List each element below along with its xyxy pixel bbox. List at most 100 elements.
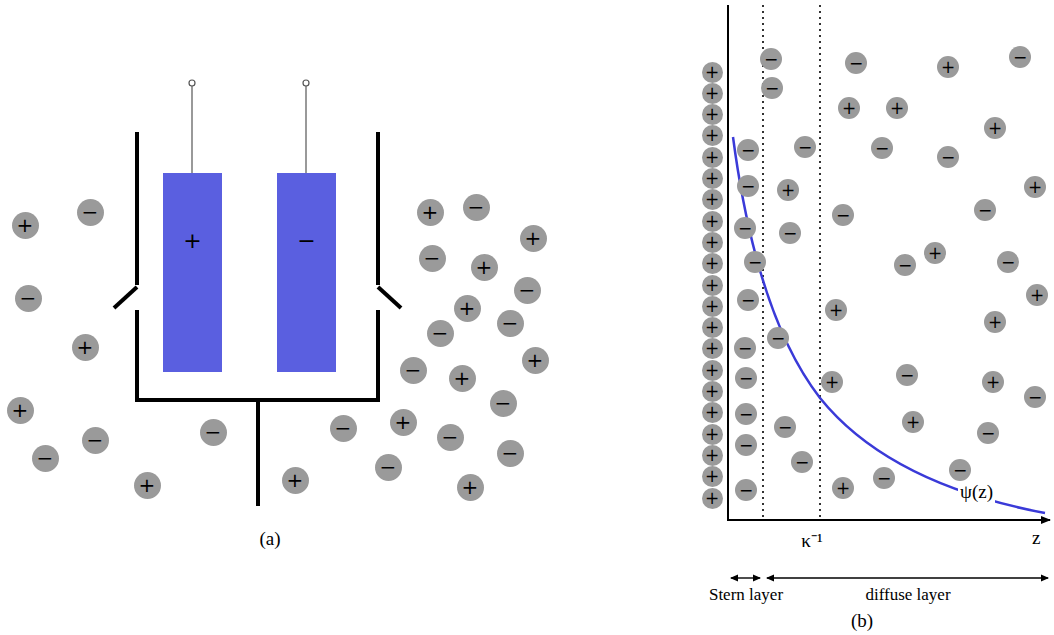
axis-label: z — [1030, 527, 1042, 549]
charge-sign: − — [1013, 49, 1027, 66]
charge-sign: + — [705, 404, 719, 421]
ion: + — [702, 125, 723, 146]
ion: + — [522, 347, 549, 374]
ion: − — [845, 52, 867, 74]
ion: − — [735, 403, 757, 425]
charge-sign: + — [705, 170, 719, 187]
charge-sign: + — [928, 245, 942, 262]
ion: − — [15, 285, 42, 312]
charge-sign: − — [739, 437, 753, 454]
ion: + — [832, 477, 854, 499]
ion: − — [977, 422, 999, 444]
charge-sign: − — [836, 207, 850, 224]
ion: + — [984, 311, 1006, 333]
ion: + — [134, 472, 161, 499]
panel-label: (a) — [257, 528, 282, 550]
ion: + — [702, 381, 723, 402]
ion: − — [997, 251, 1019, 273]
charge-sign: + — [287, 470, 304, 490]
ion: − — [737, 175, 759, 197]
ion: + — [702, 189, 723, 210]
charge-sign: + — [705, 298, 719, 315]
ion: − — [1009, 46, 1031, 68]
ion: + — [902, 411, 924, 433]
ion: − — [873, 467, 895, 489]
charge-sign: − — [764, 51, 778, 68]
charge-sign: − — [739, 482, 753, 499]
diffuse-extent-arrow — [767, 577, 1048, 578]
ion: + — [1026, 284, 1048, 306]
charge-sign: − — [739, 406, 753, 423]
layer-label: Stern layer — [707, 585, 785, 605]
debye-length-label: κ⁻¹ — [799, 527, 824, 553]
ion: + — [449, 365, 476, 392]
ion: − — [896, 364, 918, 386]
ion: − — [82, 427, 109, 454]
ion: − — [375, 454, 402, 481]
charge-sign: − — [277, 228, 336, 253]
charge-sign: + — [1030, 287, 1044, 304]
potential-curve — [733, 137, 1045, 513]
ion: + — [390, 409, 417, 436]
ion: − — [77, 199, 104, 226]
ion: + — [702, 211, 723, 232]
charge-sign: + — [163, 228, 222, 253]
ion: + — [777, 179, 799, 201]
ion: + — [702, 296, 723, 317]
ion: + — [825, 299, 847, 321]
ion: − — [937, 146, 959, 168]
charge-sign: − — [205, 422, 222, 442]
ion: + — [702, 338, 723, 359]
ion: + — [1024, 176, 1046, 198]
ion: + — [457, 474, 484, 501]
charge-sign: + — [988, 120, 1002, 137]
ion: + — [886, 97, 908, 119]
charge-sign: − — [738, 340, 752, 357]
ion: + — [454, 295, 481, 322]
charge-sign: − — [432, 323, 449, 343]
ion: + — [702, 488, 723, 509]
charge-sign: − — [1001, 254, 1015, 271]
charge-sign: − — [877, 470, 891, 487]
charge-sign: + — [17, 215, 34, 235]
charge-sign: + — [705, 213, 719, 230]
ion: + — [702, 253, 723, 274]
charge-sign: + — [77, 337, 94, 357]
ion: − — [761, 77, 783, 99]
charge-sign: + — [705, 149, 719, 166]
charge-sign: + — [422, 202, 439, 222]
charge-sign: − — [953, 462, 967, 479]
charge-sign: + — [395, 412, 412, 432]
charge-sign: − — [738, 220, 752, 237]
ion: − — [514, 277, 541, 304]
charge-sign: + — [829, 302, 843, 319]
ion: + — [702, 445, 723, 466]
ion: − — [1024, 386, 1046, 408]
ion: + — [702, 317, 723, 338]
charge-sign: + — [906, 414, 920, 431]
ion: − — [497, 440, 524, 467]
ion: − — [774, 416, 796, 438]
ion: − — [735, 479, 757, 501]
charge-sign: + — [890, 100, 904, 117]
charge-sign: + — [705, 85, 719, 102]
debye-length-line — [819, 5, 821, 519]
charge-sign: − — [978, 202, 992, 219]
charge-sign: − — [1028, 389, 1042, 406]
charge-sign: − — [798, 139, 812, 156]
ion: − — [871, 137, 893, 159]
charge-sign: − — [20, 288, 37, 308]
charge-sign: − — [424, 248, 441, 268]
ion: − — [791, 451, 813, 473]
charge-sign: + — [705, 277, 719, 294]
ion: − — [832, 204, 854, 226]
ion: − — [737, 289, 759, 311]
ion: + — [937, 56, 959, 78]
charge-sign: + — [705, 447, 719, 464]
charge-sign: − — [380, 457, 397, 477]
charge-sign: + — [842, 100, 856, 117]
electrode-wires — [189, 80, 309, 173]
ion: − — [497, 310, 524, 337]
ion: − — [735, 434, 757, 456]
